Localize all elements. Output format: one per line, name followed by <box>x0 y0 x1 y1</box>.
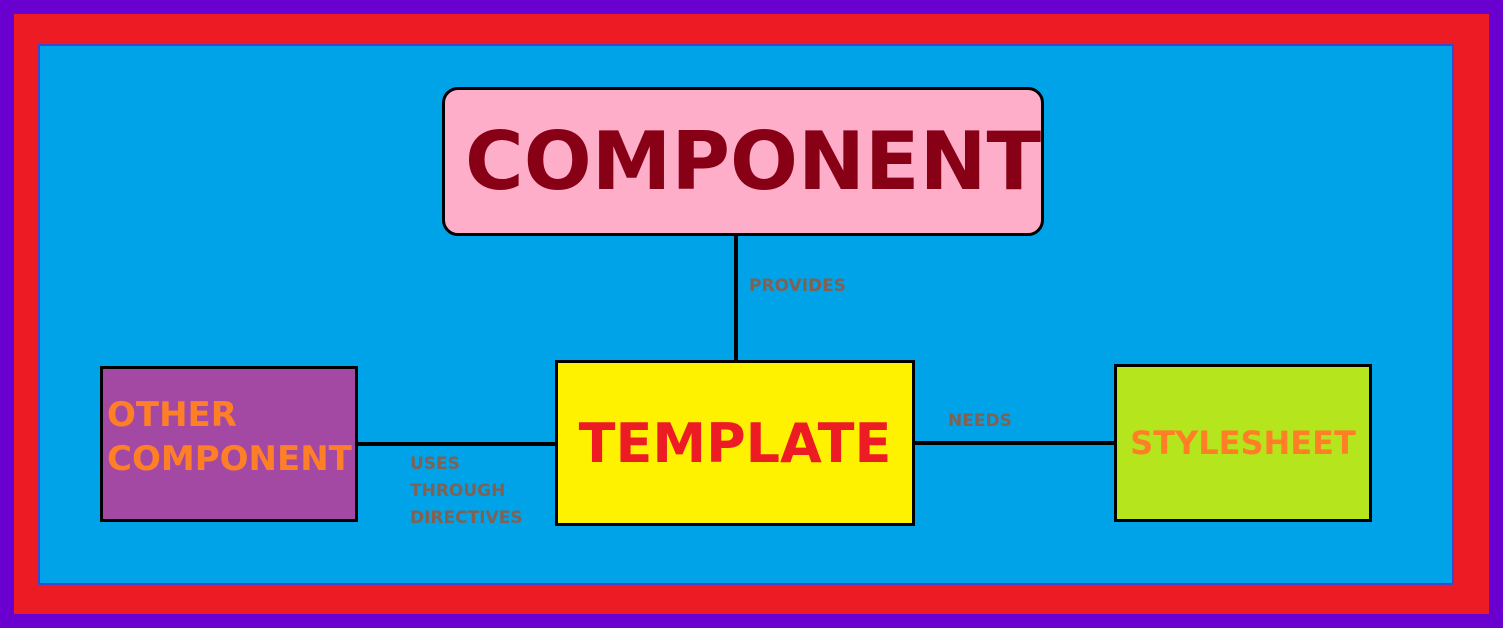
other-component-node: OTHER COMPONENT <box>100 366 358 522</box>
provides-edge-label: PROVIDES <box>749 276 846 296</box>
template-node-label: TEMPLATE <box>578 411 892 475</box>
needs-edge-label: NEEDS <box>948 411 1012 431</box>
stylesheet-node-label: STYLESHEET <box>1130 424 1356 462</box>
uses-connector <box>356 442 557 446</box>
component-node: COMPONENT <box>442 87 1044 236</box>
other-component-node-label: OTHER COMPONENT <box>107 395 352 479</box>
component-node-label: COMPONENT <box>465 115 1042 208</box>
provides-connector <box>734 234 738 362</box>
uses-through-directives-edge-label: USES THROUGH DIRECTIVES <box>410 454 523 528</box>
needs-connector <box>913 441 1116 445</box>
template-node: TEMPLATE <box>555 360 915 526</box>
stylesheet-node: STYLESHEET <box>1114 364 1372 522</box>
